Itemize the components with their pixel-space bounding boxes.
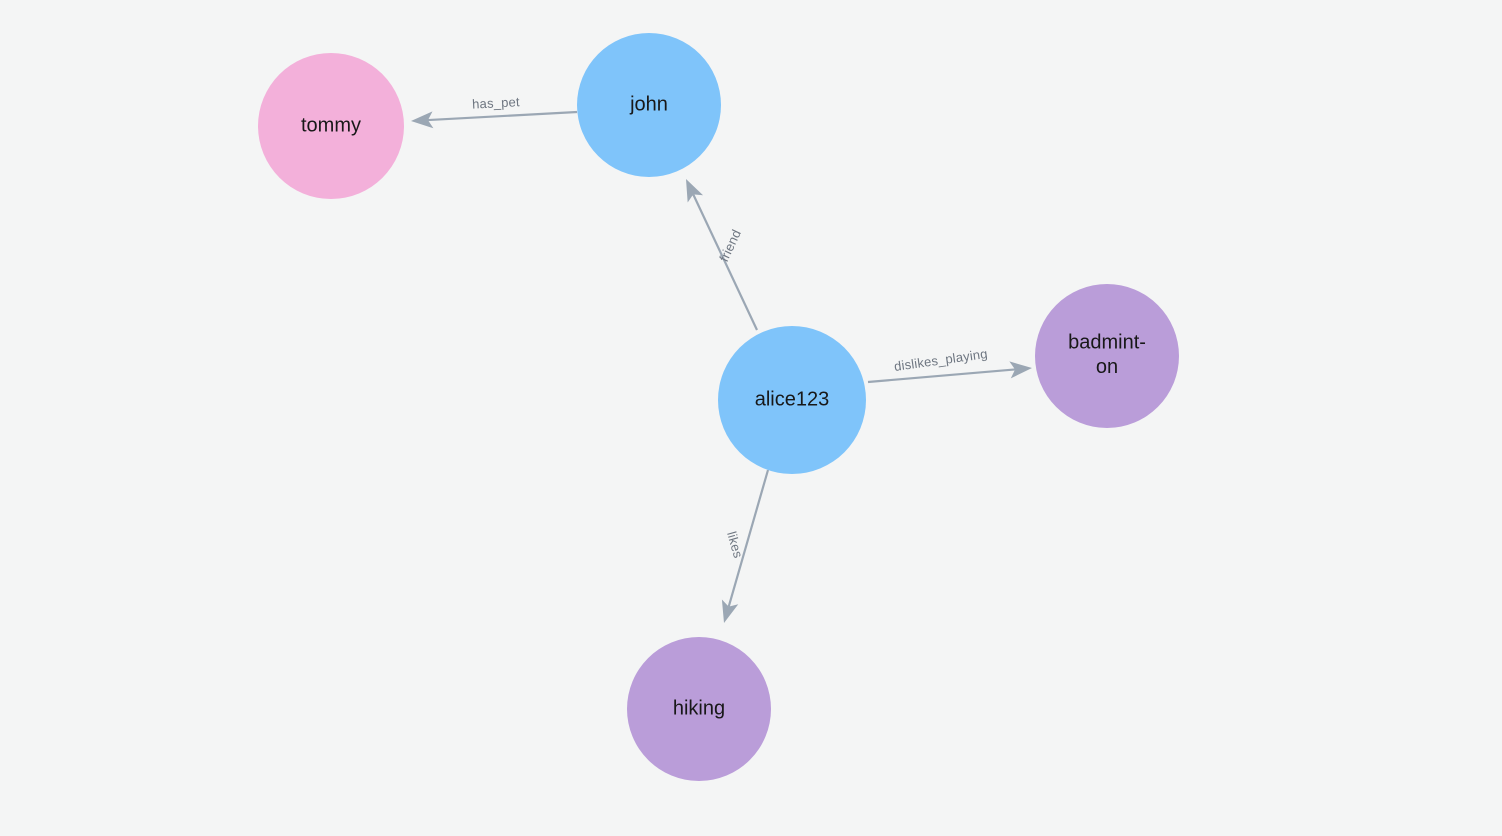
graph-node-hiking[interactable]: hiking: [627, 637, 771, 781]
edge-line-friend: [692, 193, 758, 331]
edge-label-likes: likes: [724, 530, 746, 560]
edge-arrowhead-friend: [686, 179, 704, 203]
node-circle-tommy[interactable]: [258, 53, 404, 199]
node-circle-john[interactable]: [577, 33, 721, 177]
node-circle-hiking[interactable]: [627, 637, 771, 781]
node-circle-alice123[interactable]: [718, 326, 866, 474]
graph-edge-likes[interactable]: likes: [721, 469, 770, 623]
graph-node-john[interactable]: john: [577, 33, 721, 177]
edge-line-dislikes_playing: [867, 368, 1016, 384]
edge-label-has_pet: has_pet: [472, 94, 521, 111]
edge-line-has_pet: [427, 110, 578, 122]
graph-node-badminton[interactable]: badmint-on: [1035, 284, 1179, 428]
edge-line-likes: [727, 469, 770, 607]
edge-arrowhead-dislikes_playing: [1009, 361, 1032, 379]
graph-edge-has_pet[interactable]: has_pet: [411, 94, 578, 129]
edge-arrowhead-likes: [721, 599, 739, 623]
node-circle-badminton[interactable]: [1035, 284, 1179, 428]
graph-node-alice123[interactable]: alice123: [718, 326, 866, 474]
edge-arrowhead-has_pet: [411, 111, 434, 129]
graph-node-tommy[interactable]: tommy: [258, 53, 404, 199]
